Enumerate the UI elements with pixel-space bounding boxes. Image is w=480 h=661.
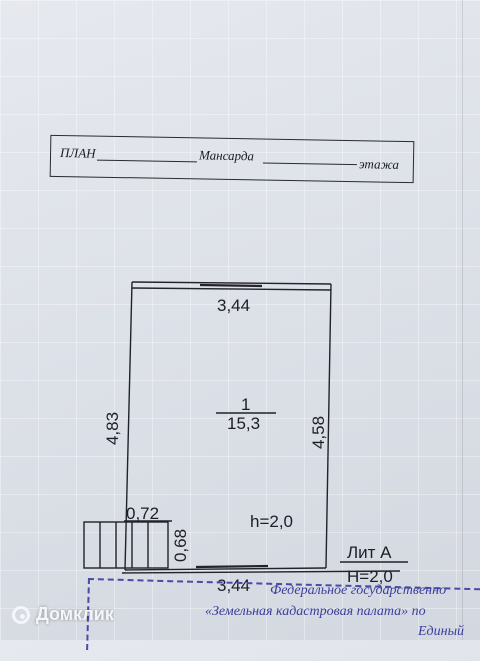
wall-left xyxy=(124,281,133,571)
stair-outline xyxy=(83,521,169,569)
wall-right xyxy=(325,283,332,569)
liter-height: H=2,0 xyxy=(347,567,393,586)
stamp-line-3: Единый xyxy=(418,624,465,639)
dim-top-width: 3,44 xyxy=(217,296,251,315)
dim-left-height: 4,83 xyxy=(103,411,123,446)
stair-depth: 0,68 xyxy=(171,528,191,563)
stamp-line-1: Федеральное государственно xyxy=(270,583,447,598)
floor-plan-drawing xyxy=(83,281,408,574)
base-line xyxy=(121,570,401,574)
dim-bottom-width: 3,44 xyxy=(217,576,251,595)
window-top xyxy=(199,283,263,288)
stair-width: 0,72 xyxy=(126,504,160,523)
room-area: 15,3 xyxy=(227,414,261,433)
ceiling-height: h=2,0 xyxy=(250,512,294,531)
room-number: 1 xyxy=(241,395,251,414)
window-bottom xyxy=(195,564,269,569)
watermark-text: Домклик xyxy=(36,604,114,624)
wall-bottom xyxy=(124,567,327,571)
domclick-watermark: Домклик xyxy=(12,604,114,625)
stamp-line-2: «Земельная кадастровая палата» по xyxy=(205,604,426,619)
page-margin-line xyxy=(462,0,463,640)
liter-label: Лит А xyxy=(347,543,392,562)
wall-top-outer xyxy=(131,281,332,285)
dim-right-height: 4,58 xyxy=(309,415,329,450)
wall-top-inner xyxy=(131,287,332,291)
domclick-logo-icon xyxy=(12,605,30,624)
